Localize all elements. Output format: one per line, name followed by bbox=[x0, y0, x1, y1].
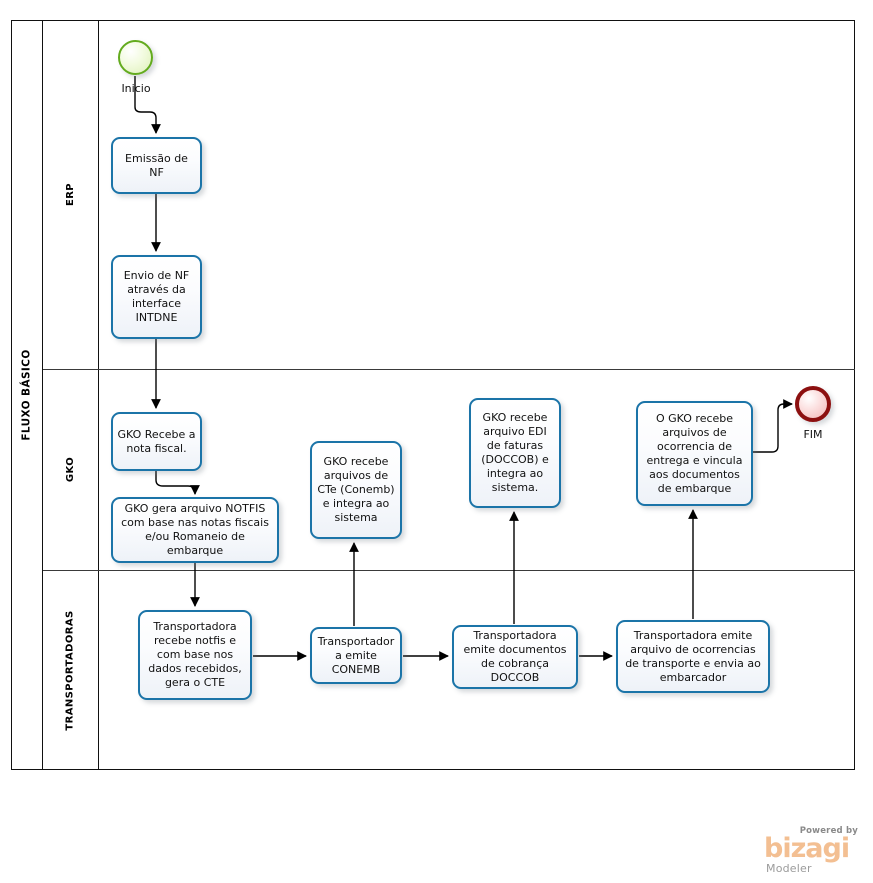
lane-label-transportadoras: TRANSPORTADORAS bbox=[43, 570, 99, 770]
lane-label-gko: GKO bbox=[43, 369, 99, 570]
task-label: O GKO recebe arquivos de ocorrencia de e… bbox=[646, 411, 743, 495]
lane-label-erp: ERP bbox=[43, 20, 99, 369]
task-emissao-de-nf[interactable]: Emissão de NF bbox=[111, 137, 202, 194]
task-transportadora-emite-conemb[interactable]: Transportador a emite CONEMB bbox=[310, 627, 402, 684]
task-label: Emissão de NF bbox=[125, 151, 188, 179]
task-label: GKO Recebe a nota fiscal. bbox=[117, 427, 196, 455]
bizagi-logo: Powered by bizagi Modeler bbox=[764, 826, 860, 875]
pool-label-text: FLUXO BÁSICO bbox=[20, 349, 33, 441]
start-event[interactable] bbox=[118, 40, 153, 75]
lane-divider-erp-gko bbox=[43, 369, 855, 370]
task-gko-recebe-cte-conemb[interactable]: GKO recebe arquivos de CTe (Conemb) e in… bbox=[310, 441, 402, 539]
task-gko-recebe-edi-doccob[interactable]: GKO recebe arquivo EDI de faturas (DOCCO… bbox=[469, 398, 561, 508]
task-label: Envio de NF através da interface INTDNE bbox=[123, 269, 190, 324]
pool-label: FLUXO BÁSICO bbox=[11, 20, 43, 770]
task-label: GKO gera arquivo NOTFIS com base nas not… bbox=[121, 502, 269, 557]
logo-powered-by-text: Powered by bbox=[799, 826, 858, 836]
logo-product-text: Modeler bbox=[766, 862, 812, 875]
task-gko-gera-notfis[interactable]: GKO gera arquivo NOTFIS com base nas not… bbox=[111, 497, 279, 563]
task-label: GKO recebe arquivo EDI de faturas (DOCCO… bbox=[481, 411, 549, 494]
end-event[interactable] bbox=[795, 386, 831, 422]
task-label: Transportadora emite arquivo de ocorrenc… bbox=[625, 628, 761, 684]
task-gko-recebe-nota-fiscal[interactable]: GKO Recebe a nota fiscal. bbox=[111, 412, 202, 471]
lane-label-transportadoras-text: TRANSPORTADORAS bbox=[65, 609, 77, 731]
lane-label-erp-text: ERP bbox=[65, 182, 76, 207]
logo-brand-text: bizagi bbox=[764, 833, 850, 864]
task-transportadora-emite-ocorrencias[interactable]: Transportadora emite arquivo de ocorrenc… bbox=[616, 620, 770, 693]
task-transportadora-recebe-notfis-gera-cte[interactable]: Transportadora recebe notfis e com base … bbox=[138, 610, 252, 700]
end-event-label: FIM bbox=[803, 428, 823, 441]
task-transportadora-emite-doccob[interactable]: Transportadora emite documentos de cobra… bbox=[452, 625, 578, 689]
task-gko-recebe-ocorrencia-entrega[interactable]: O GKO recebe arquivos de ocorrencia de e… bbox=[636, 401, 753, 506]
task-label: Transportadora emite documentos de cobra… bbox=[463, 629, 567, 684]
start-event-label: Inicio bbox=[121, 82, 151, 95]
task-label: Transportador a emite CONEMB bbox=[317, 634, 395, 676]
task-envio-de-nf[interactable]: Envio de NF através da interface INTDNE bbox=[111, 255, 202, 339]
lane-divider-gko-transportadoras bbox=[43, 570, 855, 571]
task-label: Transportadora recebe notfis e com base … bbox=[148, 620, 242, 689]
lane-label-gko-text: GKO bbox=[65, 456, 76, 483]
task-label: GKO recebe arquivos de CTe (Conemb) e in… bbox=[317, 455, 395, 524]
